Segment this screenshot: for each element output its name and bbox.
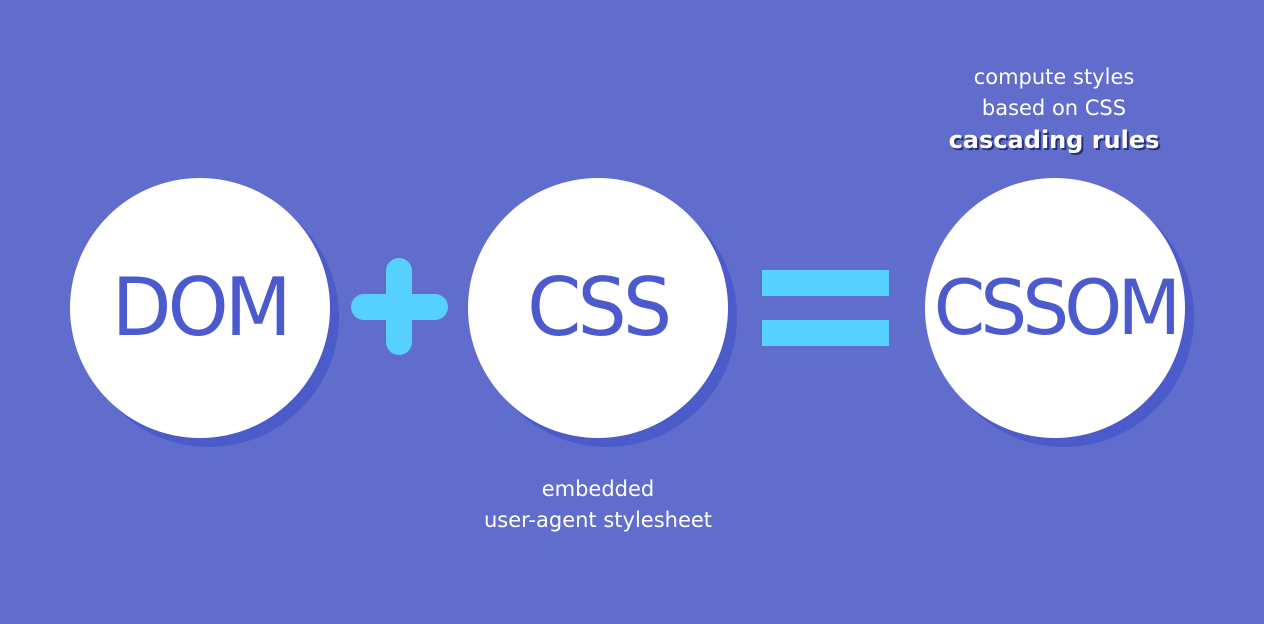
dom-label: DOM [111,261,292,354]
dom-circle: DOM [70,178,330,438]
cssom-caption-line-1: compute styles [973,65,1135,89]
equals-top-bar [762,270,889,296]
css-label: CSS [527,261,672,354]
cssom-caption: compute styles based on CSS cascading ru… [904,62,1204,156]
css-caption-line-1: embedded [541,477,655,501]
cssom-caption-line-2: based on CSS [981,96,1127,120]
cssom-circle: CSSOM [925,178,1185,438]
plus-vertical-bar [386,258,412,355]
cssom-caption-emphasis: cascading rules [948,126,1160,154]
css-circle: CSS [468,178,728,438]
css-caption-line-2: user-agent stylesheet [483,508,713,532]
css-caption: embedded user-agent stylesheet [448,474,748,536]
equals-bottom-bar [762,320,889,346]
cssom-label: CSSOM [933,263,1181,352]
